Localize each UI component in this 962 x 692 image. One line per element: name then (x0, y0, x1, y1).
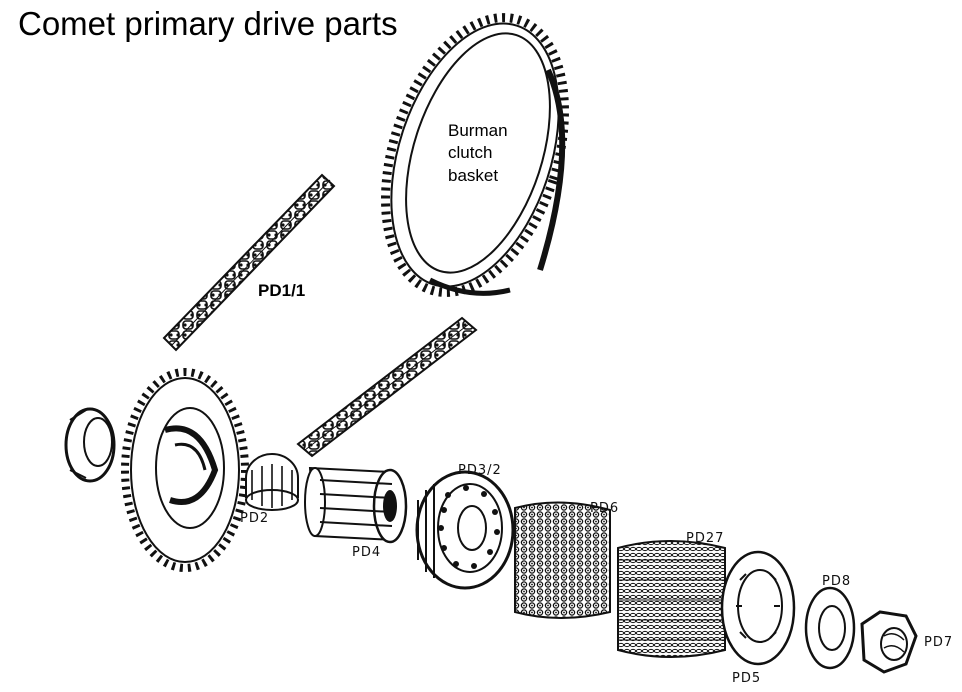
pd7-label: PD7 (924, 635, 953, 650)
pd8-label: PD8 (822, 574, 851, 589)
pd27-label: PD27 (686, 531, 724, 546)
primary-chain-lower (296, 316, 478, 458)
pd5-label: PD5 (732, 671, 761, 686)
basket-label-line-3: basket (448, 166, 498, 185)
pd4-label: PD4 (352, 545, 381, 560)
pd2-label: PD2 (240, 511, 269, 526)
primary-chain-upper (162, 173, 336, 352)
part-pd8-washer (804, 586, 856, 670)
part-pd5-pressure-plate (720, 550, 796, 666)
part-pd4-hub (304, 466, 408, 544)
basket-label-line-2: clutch (448, 143, 492, 162)
chain-label: PD1/1 (258, 281, 305, 300)
basket-label: Burman clutch basket (448, 121, 508, 185)
pd6-label: PD6 (590, 501, 619, 516)
part-pd2-sleeve (245, 453, 299, 511)
spacer-ring (64, 407, 116, 483)
engine-sprocket (121, 368, 249, 572)
pd3-2-label: PD3/2 (458, 463, 502, 478)
basket-label-line-1: Burman (448, 121, 508, 140)
part-pd7-nut (860, 610, 918, 674)
part-pd6-friction-plates (514, 501, 611, 619)
diagram-title: Comet primary drive parts (18, 5, 398, 42)
clutch-basket-sprocket (381, 13, 569, 297)
part-pd27-plates (617, 540, 726, 658)
part-pd3-2-drum (415, 470, 515, 590)
